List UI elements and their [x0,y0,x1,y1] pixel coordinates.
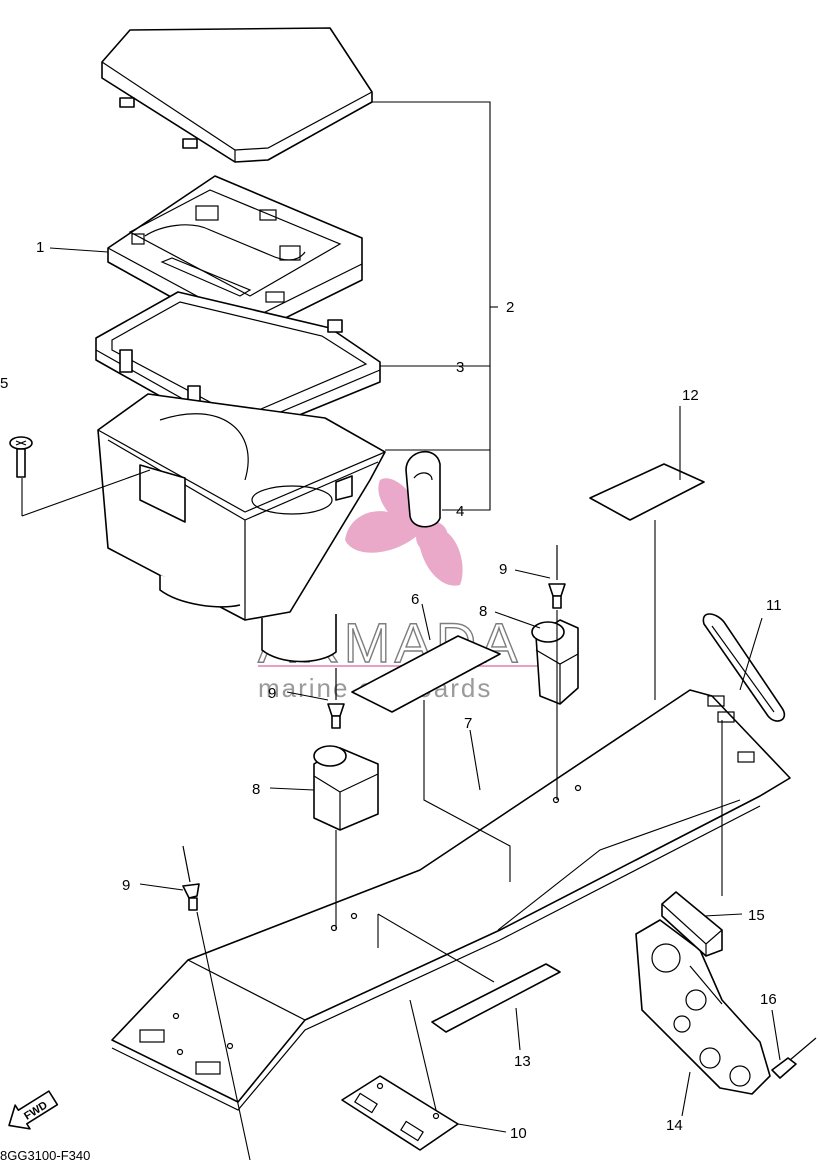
base-plate-part-7 [111,689,791,1111]
foam-block-part-15 [661,891,723,957]
bracket-part-8-upper [531,619,579,705]
rivet-part-9-b [327,668,345,729]
callout-6: 6 [411,591,419,608]
callout-14: 14 [666,1117,683,1134]
label-part-12 [589,463,705,521]
callout-4: 4 [456,503,464,520]
rivet-part-9-a [548,545,566,609]
callout-9-c: 9 [122,877,130,894]
callout-15: 15 [748,907,765,924]
clip-part-4 [405,450,441,528]
rivet-part-9-c [182,845,200,911]
bracket-part-8-lower [313,745,379,831]
gasket-plate-part-14 [635,919,771,1095]
airbox-body [97,393,386,663]
callout-2: 2 [506,299,514,316]
plate-part-10 [341,1075,459,1151]
pin-part-16 [771,1037,817,1079]
airbox-lid [101,27,373,163]
callout-12: 12 [682,387,699,404]
callout-11: 11 [766,597,782,614]
drawing-code: 8GG3100-F340 [0,1148,90,1162]
fwd-arrow-icon: FWD [8,1090,59,1130]
callout-13: 13 [514,1053,531,1070]
pad-part-6 [351,635,501,713]
armada-propeller-logo [345,478,463,586]
hose-part-11 [702,613,786,722]
callout-8-lower: 8 [252,781,260,798]
callout-labels: 1 2 3 4 5 6 7 8 8 9 9 9 10 11 12 13 14 1… [0,239,782,1142]
tool-tray [107,175,363,339]
callout-9-a: 9 [499,561,507,578]
callout-10: 10 [510,1125,527,1142]
callout-9-b: 9 [268,685,276,702]
leader-lines [21,101,781,1161]
label-part-13 [431,963,561,1033]
callout-3: 3 [456,359,464,376]
screw-part-5 [9,436,33,478]
callout-7: 7 [464,715,472,732]
callout-1: 1 [36,239,44,256]
callout-8-upper: 8 [479,603,487,620]
callout-16: 16 [760,991,777,1008]
callout-5: 5 [0,375,8,392]
